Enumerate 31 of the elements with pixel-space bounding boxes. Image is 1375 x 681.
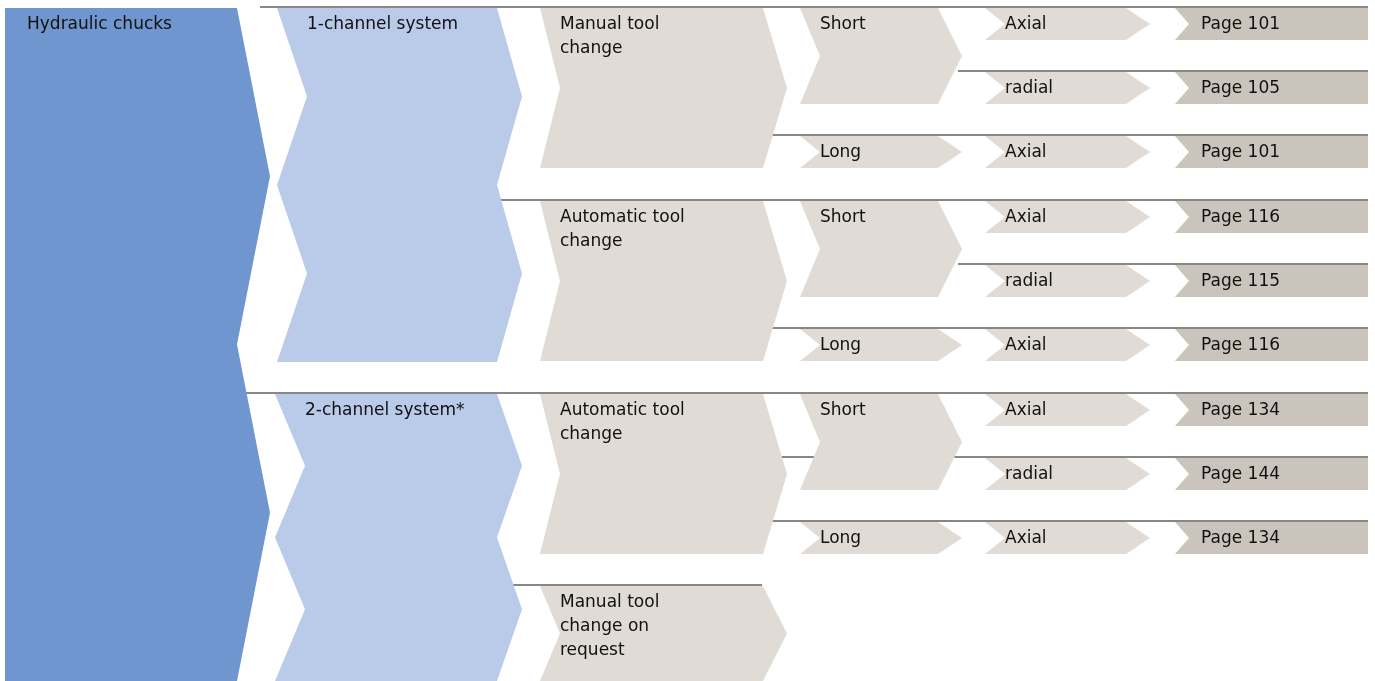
chevron-box: Manual tool change (540, 8, 787, 168)
chevron-box: radial (985, 72, 1150, 104)
chevron-box: radial (985, 458, 1150, 490)
chevron-box: Page 134 (1175, 394, 1368, 426)
chevron-box: Axial (985, 201, 1150, 233)
chevron-box: Page 115 (1175, 265, 1368, 297)
chevron-box: Short (800, 394, 962, 490)
chevron-box: Axial (985, 522, 1150, 554)
chevron-box: Page 144 (1175, 458, 1368, 490)
chevron-box: Long (800, 329, 962, 361)
chevron-box: Long (800, 136, 962, 168)
chevron-box: Page 116 (1175, 329, 1368, 361)
chevron-box: Automatic tool change (540, 201, 787, 361)
chevron-box: Axial (985, 8, 1150, 40)
chevron-box: Manual tool change on request (540, 586, 787, 681)
chevron-box: Automatic tool change (540, 394, 787, 554)
chevron-box: Page 101 (1175, 8, 1368, 40)
chevron-box: Page 134 (1175, 522, 1368, 554)
chevron-box: Short (800, 201, 962, 297)
chevron-box: Page 101 (1175, 136, 1368, 168)
chevron-box: Hydraulic chucks (5, 8, 270, 681)
chevron-box: 1-channel system (277, 8, 522, 362)
chevron-box: Short (800, 8, 962, 104)
chevron-box: radial (985, 265, 1150, 297)
chevron-box: Long (800, 522, 962, 554)
chevron-box: 2-channel system* (275, 394, 522, 681)
chevron-box: Axial (985, 136, 1150, 168)
chevron-box: Axial (985, 394, 1150, 426)
chevron-box: Axial (985, 329, 1150, 361)
chevron-box: Page 116 (1175, 201, 1368, 233)
chevron-box: Page 105 (1175, 72, 1368, 104)
